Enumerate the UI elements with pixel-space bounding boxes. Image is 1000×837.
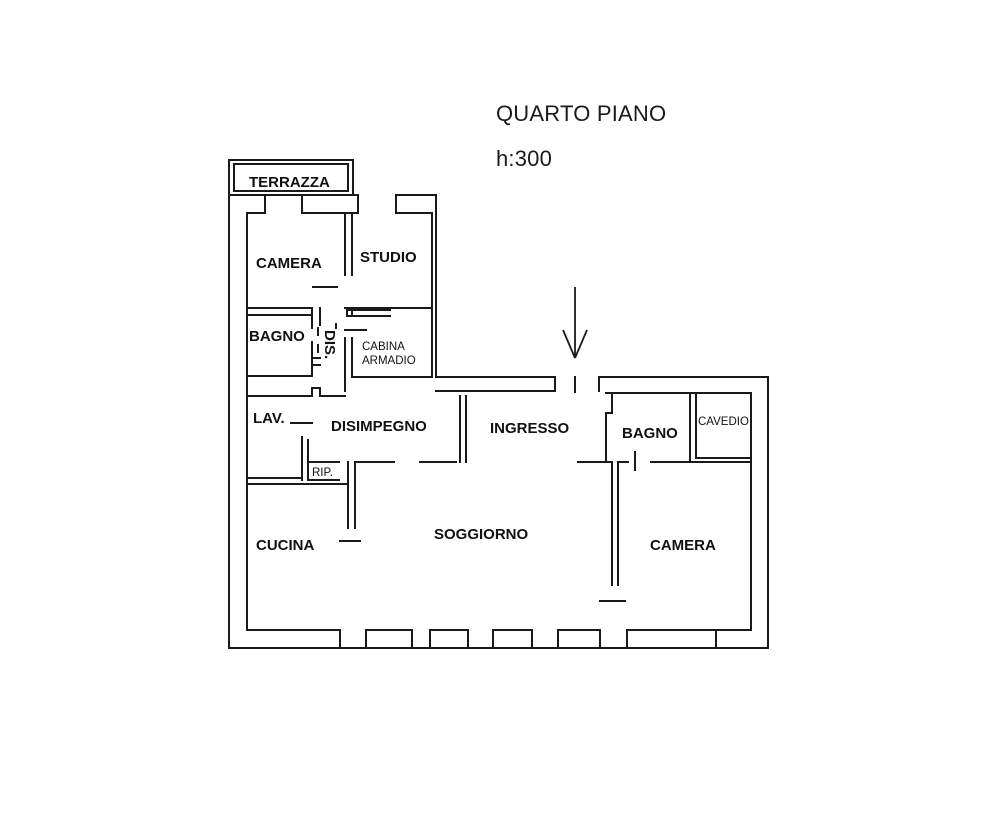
dis-markers xyxy=(311,327,367,366)
floor-title: QUARTO PIANO xyxy=(496,101,667,126)
room-label-armadio: ARMADIO xyxy=(362,355,416,367)
room-label-dis: DIS. xyxy=(321,330,338,359)
terrace-inner-outline xyxy=(233,163,349,192)
room-label-cabina: CABINA xyxy=(362,341,405,353)
bottom-facade-windows xyxy=(228,629,717,649)
room-label-terrazza: TERRAZZA xyxy=(249,174,330,191)
room-label-lav: LAV. xyxy=(253,410,285,427)
ingresso-walls xyxy=(577,392,752,602)
terrace-outline xyxy=(228,159,354,196)
room-label-rip: RIP. xyxy=(312,467,333,479)
room-label-bagno-left: BAGNO xyxy=(249,328,305,345)
right-block-wall xyxy=(598,376,769,649)
room-label-disimpegno: DISIMPEGNO xyxy=(331,418,427,435)
down-arrow-icon xyxy=(562,287,588,359)
room-label-studio: STUDIO xyxy=(360,249,417,266)
room-label-camera-right: CAMERA xyxy=(650,537,716,554)
ceiling-height-label: h:300 xyxy=(496,146,553,171)
room-label-cavedio: CAVEDIO xyxy=(698,416,749,428)
lav-rip-walls xyxy=(246,387,467,529)
door-markers xyxy=(312,286,636,542)
room-label-cucina: CUCINA xyxy=(256,537,314,554)
room-label-bagno-right: BAGNO xyxy=(622,425,678,442)
room-label-camera-top: CAMERA xyxy=(256,255,322,272)
camera-studio-walls xyxy=(246,212,433,397)
room-label-ingresso: INGRESSO xyxy=(490,420,570,437)
room-label-soggiorno: SOGGIORNO xyxy=(434,526,529,543)
cabina-armadio-walls xyxy=(344,307,433,392)
